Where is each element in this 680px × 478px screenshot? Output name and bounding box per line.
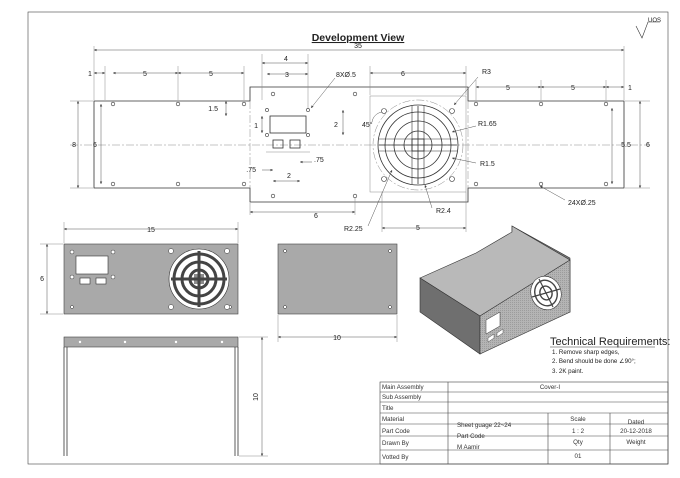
tb-vetted-by-label: Votted By: [382, 454, 409, 461]
isometric-view: [419, 225, 571, 355]
dim-button-gap: .75: [314, 157, 324, 164]
surface-finish-icon: [635, 21, 660, 39]
button-cutout-2: [289, 139, 301, 149]
dim-right-edge: 1: [628, 85, 632, 92]
tb-drawn-by-label: Drawn By: [382, 440, 410, 447]
dim-hole-pitch-1: 5: [143, 71, 147, 78]
top-view-base: [63, 336, 239, 348]
tb-main-assembly-value: Cover-I: [540, 384, 561, 391]
dim-button-offset: .75: [246, 167, 256, 174]
tb-qty-label: Qty: [573, 439, 584, 446]
dim-fan-radius-1: R1.65: [478, 121, 497, 128]
dim-side-width: 10: [333, 335, 341, 342]
front-display-cutout: [75, 255, 109, 275]
sheet-border: [27, 11, 669, 465]
iso-fan-grille: [530, 275, 562, 311]
side-view: 10: [277, 243, 398, 342]
tb-sub-assembly-label: Sub Assembly: [382, 394, 422, 401]
tb-dated-label: Dated: [628, 419, 645, 426]
dim-fan-radius-2: R1.5: [480, 161, 495, 168]
tb-title-label: Title: [382, 405, 394, 412]
front-view: 15 6: [40, 222, 239, 315]
top-view: 10: [63, 336, 268, 457]
front-fan-grille: [168, 248, 230, 310]
dim-right-pitch-1: 5: [506, 85, 510, 92]
dim-fan-radius-4: R2.25: [344, 226, 363, 233]
view-title: Development View: [312, 32, 405, 44]
dim-fan-radius-3: R2.4: [436, 208, 451, 215]
dim-right-pitch-2: 5: [571, 85, 575, 92]
surface-finish-label: UOS: [648, 18, 661, 24]
tech-req-heading: Technical Requirements:: [550, 336, 670, 348]
tech-req-item-2: 2. Bend should be done ∠90°;: [552, 358, 636, 365]
button-cutout-1: [272, 139, 284, 149]
fan-grille: [369, 95, 467, 193]
tb-main-assembly-label: Main Assembly: [382, 384, 425, 391]
side-view-panel: [277, 243, 398, 315]
dim-fan-width: 6: [401, 71, 405, 78]
dim-top-height: 10: [253, 393, 260, 401]
dim-left-edge: 1: [88, 71, 92, 78]
tb-scale-value: 1 : 2: [572, 428, 585, 435]
tb-weight-label: Weight: [626, 439, 645, 446]
tech-req-item-3: 3. 2K paint.: [552, 368, 584, 375]
tb-scale-label: Scale: [570, 416, 586, 423]
note-mount-holes: 8XØ.5: [336, 72, 356, 79]
dim-overall-width: 35: [354, 43, 362, 50]
mounting-holes: [110, 91, 609, 199]
dim-display-offset-y: 1.5: [208, 106, 218, 113]
dim-display-width: 4: [284, 56, 288, 63]
dim-front-width: 15: [147, 227, 155, 234]
tech-req-item-1: 1. Remove sharp edges,: [552, 349, 620, 356]
display-cutout: [269, 115, 307, 134]
dim-inner-height: 6: [93, 142, 97, 149]
dim-fan-offset-x: 6: [314, 213, 318, 220]
title-block: Main Assembly Cover-I Sub Assembly Title…: [379, 381, 669, 465]
dim-button-pitch: 2: [287, 173, 291, 180]
dim-overall-height: 8: [72, 142, 76, 149]
tb-qty-value: 01: [575, 453, 582, 460]
dim-right-height-1: 5.5: [621, 142, 631, 149]
dim-fan-offset-2: 5: [416, 225, 420, 232]
tb-date-value: 20-12-2018: [620, 428, 652, 435]
tb-part-code-value: Part Code: [457, 433, 485, 440]
dim-hole-pitch-2: 5: [209, 71, 213, 78]
dim-display-inner: 3: [285, 72, 289, 79]
tb-material-value: Sheet guage 22~24: [457, 422, 512, 429]
note-holes: 24XØ.25: [568, 200, 596, 207]
development-view: 35 1 5 5 4 3 8XØ.5 6 R3 5 5 1 8 6 1.5 1 …: [70, 43, 650, 233]
tb-material-label: Material: [382, 416, 404, 423]
technical-requirements: Technical Requirements: 1. Remove sharp …: [550, 336, 670, 375]
flat-pattern-outline: [93, 86, 625, 203]
dim-display-height: 1: [254, 123, 258, 130]
dim-fan-corner-radius: R3: [482, 69, 491, 76]
tb-part-code-label: Part Code: [382, 428, 410, 435]
dim-fan-angle: 45°: [362, 121, 373, 129]
dim-front-height: 6: [40, 276, 44, 283]
tb-drawn-by-value: M Aamir: [457, 444, 480, 451]
dim-display-depth: 2: [334, 122, 338, 129]
dim-right-height-2: 6: [646, 142, 650, 149]
